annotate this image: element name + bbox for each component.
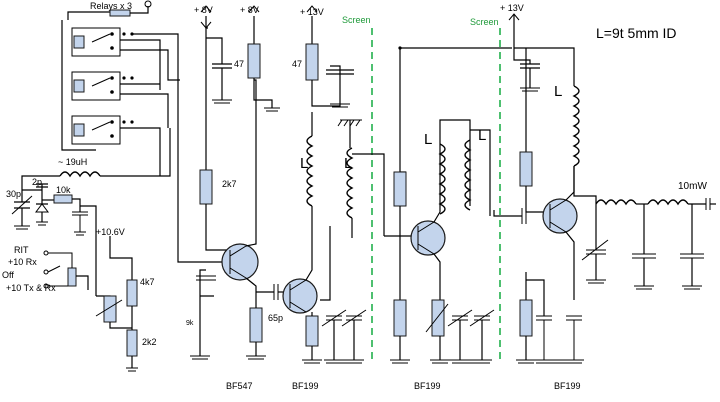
cap-47-a-label: 47 [234, 59, 245, 69]
trim-pot [103, 295, 117, 323]
transistor-label-bf199-2: BF199 [414, 381, 441, 391]
transistor-bf199-1 [282, 278, 318, 314]
rit-rx-label: +10 Rx [8, 257, 37, 267]
res-bf547-collector [247, 43, 261, 79]
supply-13v-a: + 13V [300, 7, 324, 17]
supply-8v-b: + 8V [240, 5, 259, 15]
screen-label-2: Screen [470, 17, 499, 27]
transistor-label-bf547: BF547 [226, 381, 253, 391]
bf199-stage-1 [282, 16, 367, 364]
transistor-bf547 [221, 243, 259, 281]
bf547-stage [190, 16, 290, 360]
cap-65p-label: 65p [268, 313, 284, 323]
coil-label-4: L [478, 127, 487, 144]
res-2k2-label: 2k2 [142, 337, 157, 347]
relay-1 [71, 27, 121, 57]
res-10k [53, 194, 73, 204]
rit-txrx-label: +10 Tx & Rx [6, 283, 56, 293]
supply-8v-a: + 8V [194, 5, 213, 15]
screen-label-1: Screen [342, 15, 371, 25]
res-bf199-3-emitter [519, 299, 533, 337]
cap-2p-label: 2p [32, 177, 43, 187]
transistor-label-bf199-3: BF199 [554, 381, 581, 391]
res-2k2 [126, 329, 138, 357]
coil-label-2: L [344, 155, 353, 172]
coil-label-3: L [424, 131, 433, 148]
coil-label-5: L [554, 83, 563, 100]
res-bf199-2-emitter [393, 299, 407, 337]
cap-30p-label: 30p [6, 189, 22, 199]
rit-label: RIT [14, 245, 29, 255]
res-4k7-label: 4k7 [140, 277, 155, 287]
rit-off-label: Off [2, 270, 14, 280]
relay-bank [21, 0, 230, 263]
output-power-label: 10mW [678, 181, 707, 192]
screen-feed [352, 153, 385, 236]
transistor-label-bf199-1: BF199 [292, 381, 319, 391]
res-bf199-3-bias [519, 151, 533, 187]
res-10k-label: 10k [56, 185, 71, 195]
cap-47-b-label: 47 [292, 59, 303, 69]
header-note: L=9t 5mm ID [596, 25, 677, 41]
relay-2 [71, 71, 121, 101]
transistor-bf199-3 [542, 198, 578, 234]
res-bf199-2-bias [393, 171, 407, 207]
res-2k7 [199, 169, 213, 205]
res-9k-label: 9k [186, 320, 194, 327]
coil-label-1: L [300, 155, 309, 172]
relay-3 [71, 115, 121, 145]
res-bf547-emitter [249, 307, 263, 343]
supply-10-6v: +10.6V [96, 227, 125, 237]
res-2k7-label: 2k7 [222, 179, 237, 189]
bf199-stage-2 [384, 46, 512, 364]
relays-label: Relays x 3 [90, 1, 133, 11]
res-47 [305, 43, 319, 81]
res-bf199-2-trim [431, 299, 445, 337]
rit-pot [67, 267, 77, 287]
inductor-19uh-label: ~ 19uH [58, 157, 88, 167]
res-bf199-1-emitter [305, 315, 319, 347]
transistor-bf199-2 [410, 220, 446, 256]
res-4k7 [126, 279, 138, 307]
rit-section [11, 183, 138, 372]
bf199-stage-3 [493, 13, 716, 364]
supply-13v-b: + 13V [500, 3, 524, 13]
